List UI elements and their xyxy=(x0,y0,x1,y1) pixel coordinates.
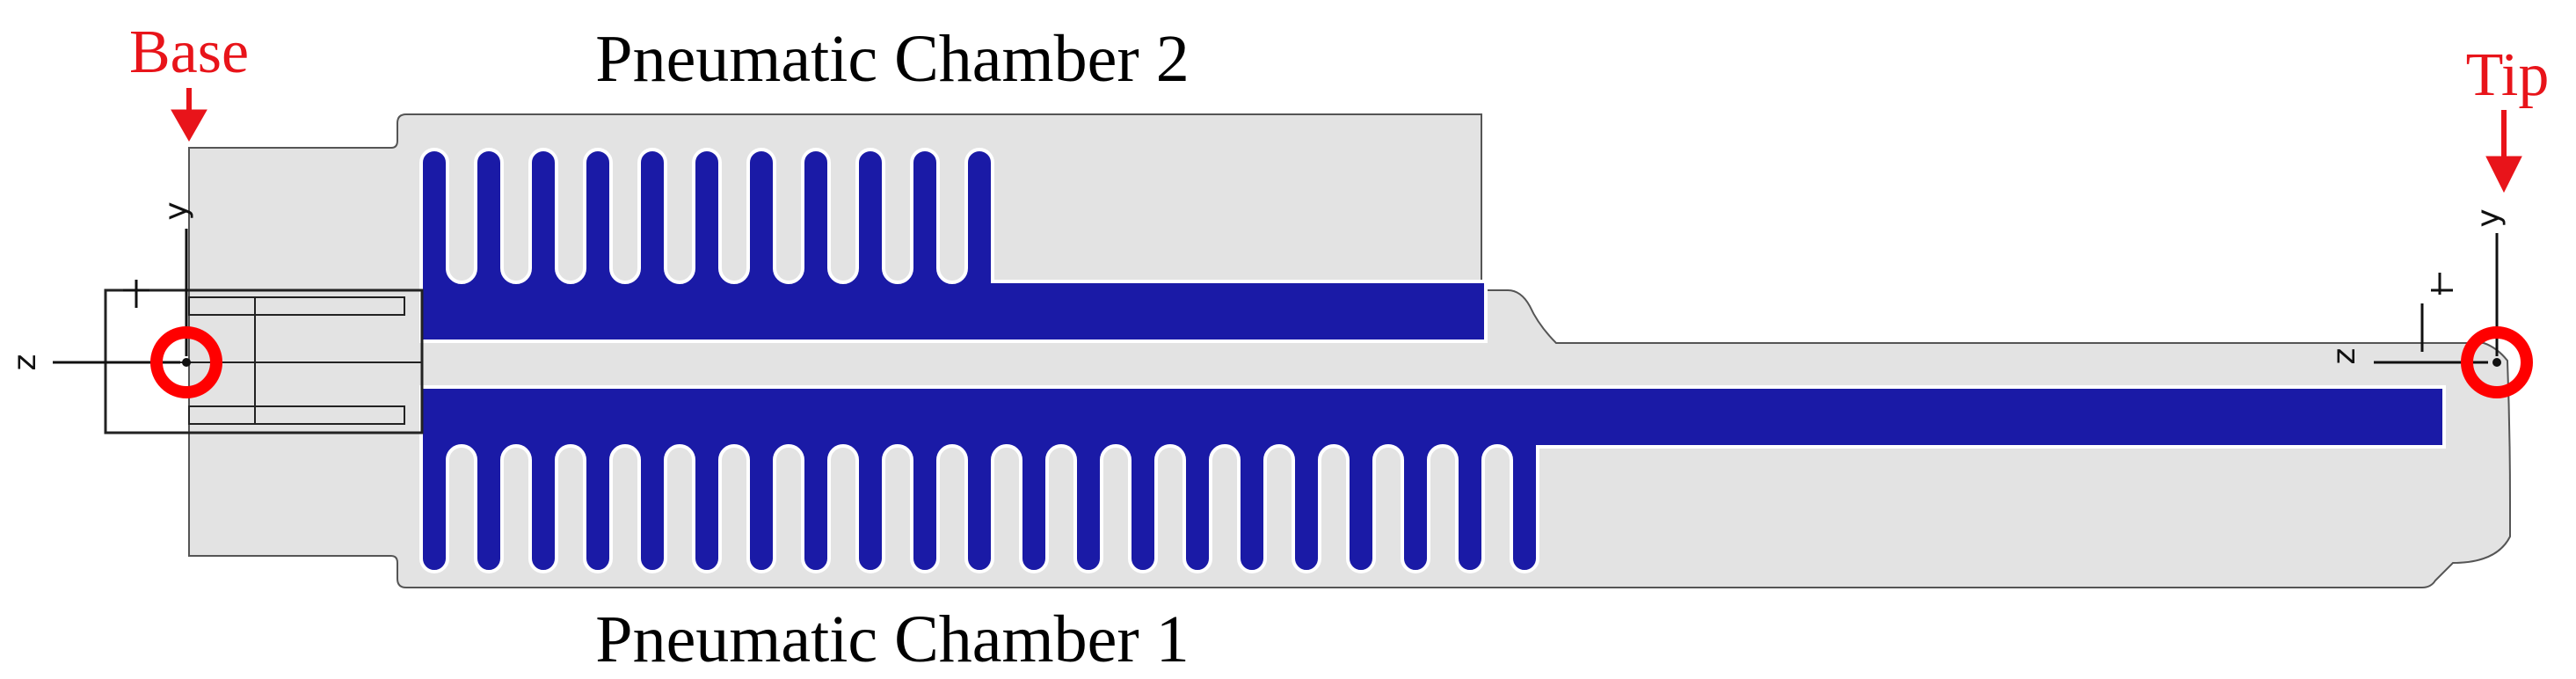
base-axis-y-label: y xyxy=(158,201,194,220)
base-marker xyxy=(150,326,222,398)
chamber-2-label: Pneumatic Chamber 2 xyxy=(595,22,1189,96)
base-axis-z-label: z xyxy=(7,354,43,371)
tip-axis-z-label: z xyxy=(2326,348,2362,365)
tip-marker xyxy=(2461,326,2533,398)
tip-label: Tip xyxy=(2466,41,2550,109)
base-label: Base xyxy=(129,18,249,86)
tip-axis-y-label: y xyxy=(2470,208,2507,227)
pneumatic-chamber-2 xyxy=(419,148,1488,343)
base-arrow xyxy=(171,88,207,142)
pneumatic-chamber-1 xyxy=(419,385,2446,573)
chamber-1-label: Pneumatic Chamber 1 xyxy=(595,602,1189,676)
tip-arrow xyxy=(2485,110,2522,193)
